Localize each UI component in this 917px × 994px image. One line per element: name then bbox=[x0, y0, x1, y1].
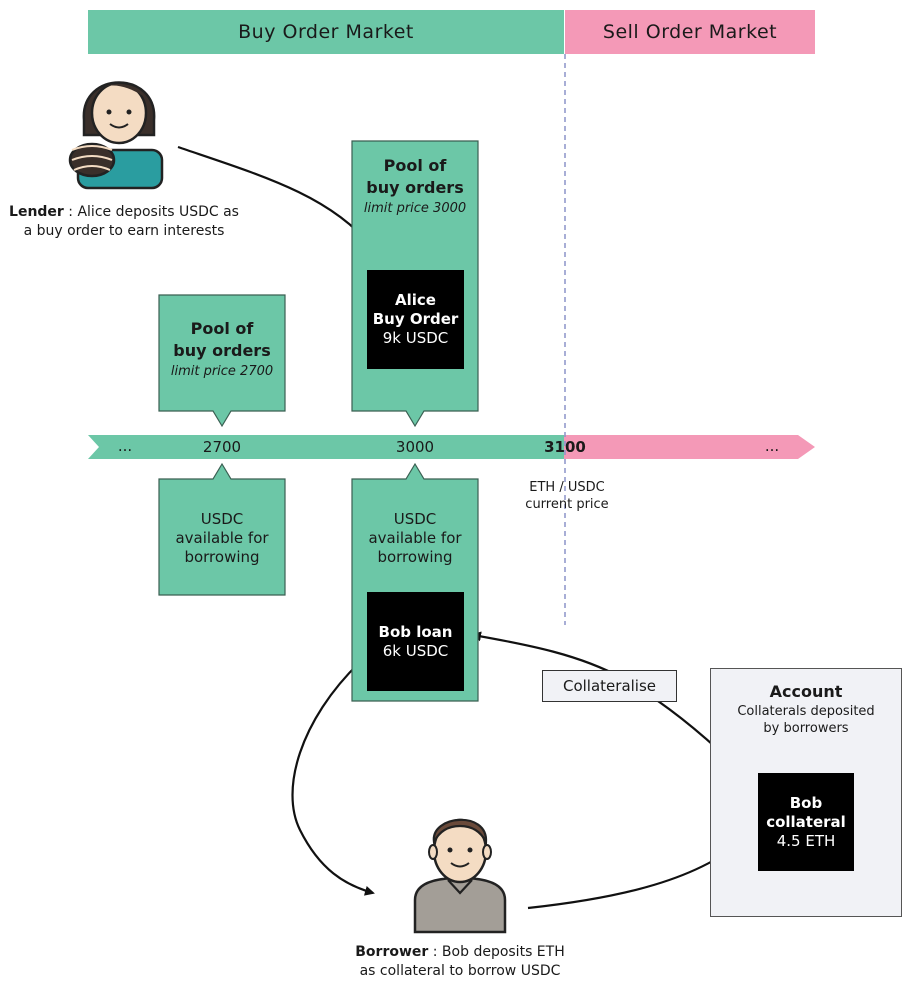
current-price-caption: ETH / USDC current price bbox=[503, 479, 631, 513]
current-price-line1: ETH / USDC bbox=[529, 480, 605, 495]
available-2700-box bbox=[158, 462, 286, 596]
bob-loan: Bob loan 6k USDC bbox=[367, 592, 464, 691]
available-3000-line2: available for bbox=[368, 529, 462, 547]
sell-order-market-header: Sell Order Market bbox=[565, 10, 815, 54]
lender-role: Lender bbox=[9, 204, 64, 220]
axis-ellipsis-right: ... bbox=[764, 437, 780, 455]
lender-caption: Lender : Alice deposits USDC as a buy or… bbox=[4, 203, 244, 241]
price-axis-sell-section bbox=[564, 435, 815, 459]
available-2700-line3: borrowing bbox=[184, 548, 260, 566]
buy-order-market-header: Buy Order Market bbox=[88, 10, 564, 54]
account-sub-line2: by borrowers bbox=[763, 721, 849, 736]
pool-2700-title: Pool of buy orders limit price 2700 bbox=[159, 318, 285, 379]
available-3000-line3: borrowing bbox=[377, 548, 453, 566]
sell-order-market-label: Sell Order Market bbox=[602, 21, 778, 43]
bob-loan-amount: 6k USDC bbox=[382, 641, 449, 660]
collateralise-label: Collateralise bbox=[542, 670, 677, 702]
pool-3000-limit: limit price 3000 bbox=[363, 201, 467, 216]
lender-caption-line1: : Alice deposits USDC as bbox=[68, 204, 239, 220]
borrower-caption-line1: : Bob deposits ETH bbox=[432, 944, 565, 960]
pool-2700-box bbox=[158, 294, 286, 428]
bob-collateral-line2: collateral bbox=[766, 812, 846, 831]
pool-2700-title-line1: Pool of bbox=[190, 319, 254, 338]
bob-collateral-amount: 4.5 ETH bbox=[776, 831, 836, 850]
axis-ellipsis-left: ... bbox=[117, 437, 133, 455]
man-avatar-icon bbox=[413, 818, 507, 934]
alice-order-line1: Alice bbox=[395, 291, 436, 309]
tick-3100-current: 3100 bbox=[544, 438, 586, 456]
current-price-line2: current price bbox=[525, 497, 609, 512]
pool-3000-title-line2: buy orders bbox=[366, 178, 464, 197]
pool-2700-limit: limit price 2700 bbox=[170, 364, 274, 379]
tick-3000: 3000 bbox=[395, 438, 435, 456]
tick-2700: 2700 bbox=[202, 438, 242, 456]
price-axis-buy-section bbox=[88, 435, 564, 459]
pool-2700-title-line2: buy orders bbox=[173, 341, 271, 360]
bob-loan-title: Bob loan bbox=[378, 622, 453, 641]
available-2700-text: USDC available for borrowing bbox=[159, 510, 285, 567]
borrower-role: Borrower bbox=[355, 944, 429, 960]
lender-caption-line2: a buy order to earn interests bbox=[23, 223, 225, 239]
available-3000-line1: USDC bbox=[393, 510, 437, 528]
woman-with-coins-icon bbox=[68, 81, 164, 190]
pool-3000-title-line1: Pool of bbox=[383, 156, 447, 175]
available-3000-text: USDC available for borrowing bbox=[352, 510, 478, 567]
bob-collateral-line1: Bob bbox=[789, 793, 823, 812]
account-sub-line1: Collaterals deposited bbox=[737, 704, 875, 719]
alice-order-line2: Buy Order bbox=[372, 310, 459, 328]
collateralise-arrow bbox=[471, 631, 751, 781]
borrower-caption: Borrower : Bob deposits ETH as collatera… bbox=[330, 943, 590, 981]
borrower-caption-line2: as collateral to borrow USDC bbox=[359, 963, 561, 979]
available-2700-line2: available for bbox=[175, 529, 269, 547]
buy-order-market-label: Buy Order Market bbox=[238, 21, 414, 43]
account-title: Account bbox=[769, 682, 843, 701]
available-2700-line1: USDC bbox=[200, 510, 244, 528]
pool-3000-title: Pool of buy orders limit price 3000 bbox=[352, 155, 478, 216]
alice-buy-order: Alice Buy Order 9k USDC bbox=[367, 270, 464, 369]
alice-order-amount: 9k USDC bbox=[382, 329, 449, 347]
loan-arrow bbox=[291, 661, 375, 896]
bob-collateral: Bob collateral 4.5 ETH bbox=[758, 773, 854, 871]
